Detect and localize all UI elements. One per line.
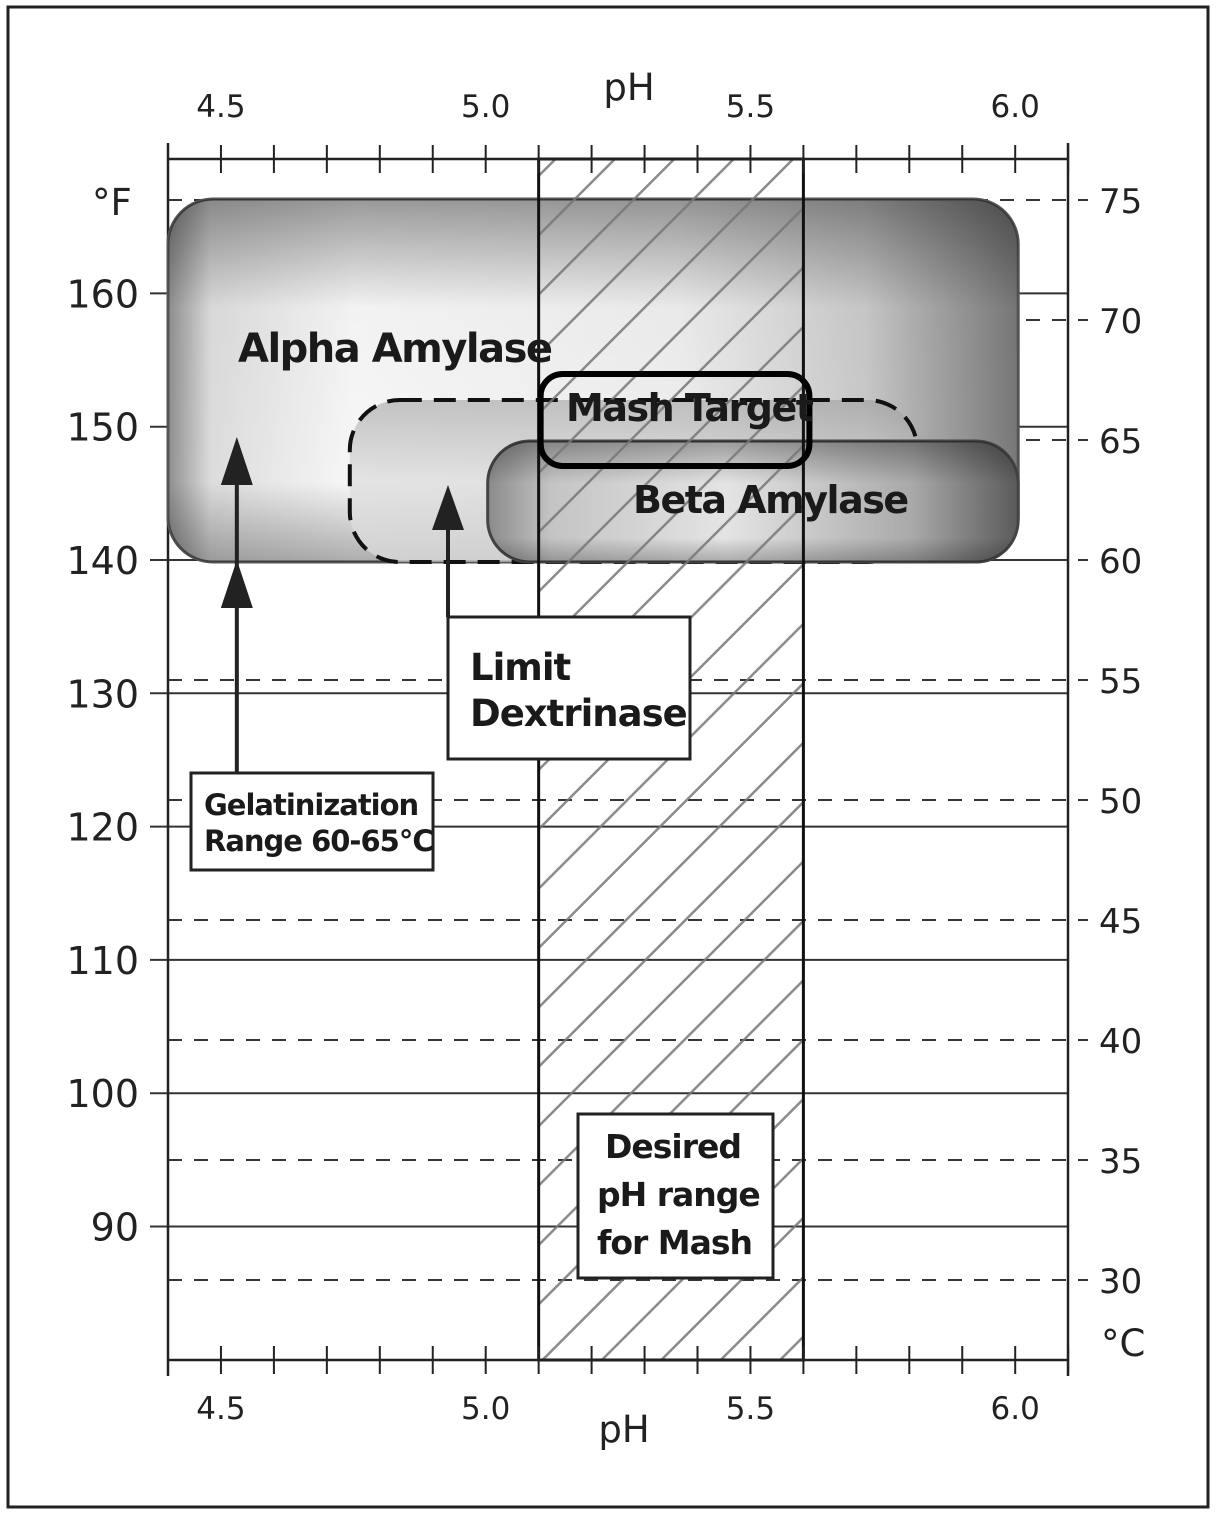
f-tick-label: 140 (66, 539, 139, 583)
c-tick-label: 55 (1099, 662, 1142, 702)
celsius-unit-label: °C (1101, 1322, 1145, 1365)
c-tick-label: 40 (1099, 1022, 1142, 1062)
limit-dextrinase-box (446, 615, 692, 761)
desired-ph-label-line: pH range (597, 1175, 760, 1214)
alpha-amylase-label: Alpha Amylase (238, 326, 552, 372)
gelatinization-label-line: Range 60-65°C (204, 824, 433, 858)
c-tick-label: 50 (1099, 782, 1142, 822)
ph-tick-label-top: 5.5 (726, 89, 775, 125)
f-tick-label: 110 (66, 939, 139, 983)
desired-ph-label-line: for Mash (597, 1223, 752, 1262)
c-tick-label: 60 (1099, 542, 1142, 582)
gelatinization-arrow-head-upper (220, 437, 253, 485)
ph-tick-label-bottom: 6.0 (991, 1391, 1040, 1427)
c-tick-label: 35 (1099, 1142, 1142, 1182)
mash-target-label: Mash Target (566, 386, 814, 430)
gelatinization-arrow-head-lower (220, 560, 253, 608)
ph-tick-label-top: 5.0 (461, 89, 510, 125)
beta-amylase-label: Beta Amylase (633, 478, 908, 522)
desired-ph-box (576, 1112, 775, 1280)
gelatinization-box (189, 771, 435, 872)
c-tick-label: 30 (1099, 1262, 1142, 1302)
ph-tick-label-bottom: 5.5 (726, 1391, 775, 1427)
f-tick-label: 130 (66, 672, 139, 716)
ph-axis-title-top: pH (603, 66, 654, 109)
gelatinization-label-line: Gelatinization (204, 788, 418, 822)
f-tick-label: 100 (66, 1072, 139, 1116)
c-tick-label: 75 (1099, 182, 1142, 222)
limit-dextrinase-label-line: Dextrinase (470, 692, 687, 735)
fahrenheit-unit-label: °F (92, 181, 132, 224)
c-tick-label: 45 (1099, 902, 1142, 942)
ph-tick-label-bottom: 4.5 (196, 1391, 245, 1427)
c-tick-label: 70 (1099, 302, 1142, 342)
mash-target-region (537, 371, 813, 469)
limit-dextrinase-label-line: Limit (470, 646, 570, 689)
limit-dextrinase-arrow-head (432, 485, 464, 530)
desired-ph-label-line: Desired (605, 1127, 741, 1166)
ph-tick-label-top: 4.5 (196, 89, 245, 125)
f-tick-label: 90 (91, 1206, 139, 1250)
ph-axis-title-bottom: pH (598, 1408, 649, 1451)
ph-tick-label-bottom: 5.0 (461, 1391, 510, 1427)
f-tick-label: 160 (66, 272, 139, 316)
f-tick-label: 150 (66, 406, 139, 450)
ph-tick-label-top: 6.0 (991, 89, 1040, 125)
c-tick-label: 65 (1099, 422, 1142, 462)
axis-layer: 90 100 110 120 130 140 150 160 30 35 40 45 50 55 60 65 7… (66, 66, 1145, 1451)
f-tick-label: 120 (66, 806, 139, 850)
